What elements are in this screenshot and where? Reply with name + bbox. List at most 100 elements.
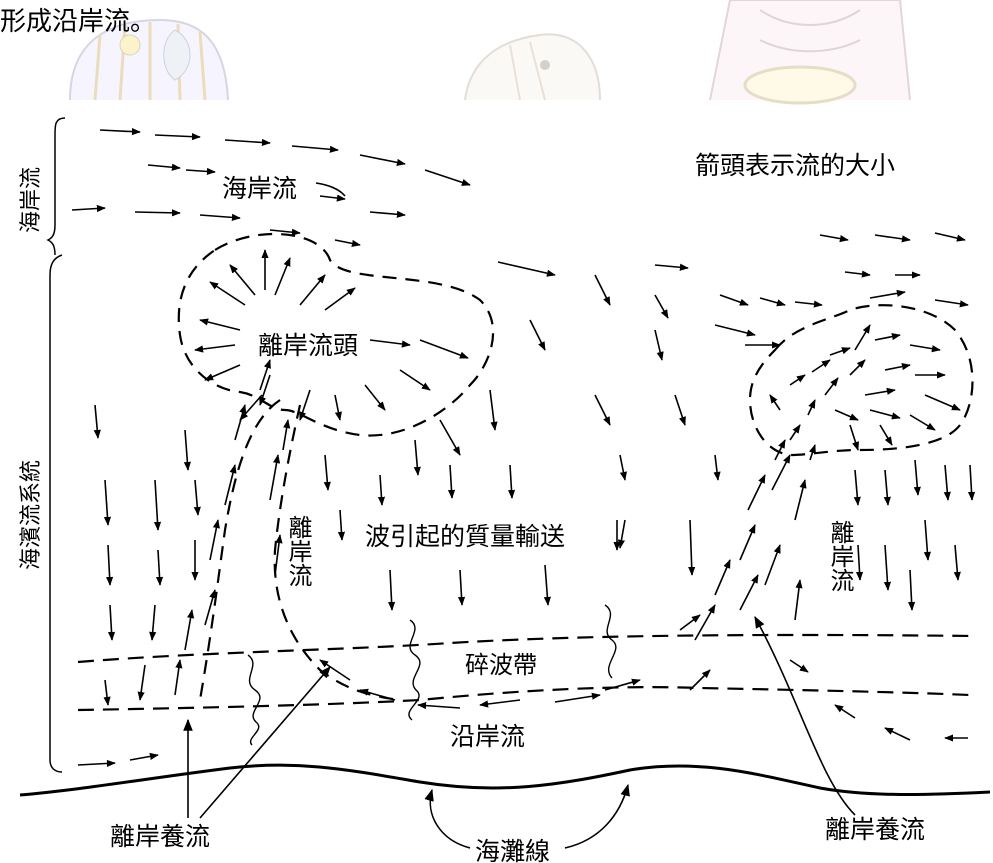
nearshore-system-bracket [49, 254, 63, 773]
current-arrow [529, 319, 546, 351]
label-rip-current-right-group: 離岸流 [826, 520, 854, 592]
current-arrow [883, 469, 891, 506]
current-arrow [184, 609, 195, 651]
current-arrow [137, 664, 146, 701]
current-arrow [99, 127, 141, 136]
current-arrow [282, 419, 291, 451]
current-arrow [714, 324, 756, 337]
current-arrow [688, 519, 696, 576]
current-arrow [107, 604, 116, 641]
current-arrow [713, 454, 721, 481]
current-arrow [694, 604, 716, 641]
current-arrow [774, 439, 786, 461]
current-arrow [224, 138, 271, 147]
current-arrow [853, 469, 861, 506]
current-arrow [794, 579, 803, 621]
current-arrow [359, 688, 396, 701]
rip-channel-left [198, 399, 281, 701]
current-arrow [811, 359, 831, 373]
current-arrow [193, 479, 201, 516]
current-arrow [869, 409, 901, 420]
current-arrow [417, 701, 461, 710]
coastal-current-bracket [46, 117, 66, 256]
current-arrow [209, 519, 220, 561]
current-arrow [323, 454, 331, 491]
current-arrow [199, 213, 241, 221]
current-arrow [689, 669, 711, 691]
current-arrow [174, 659, 183, 696]
current-arrow [834, 409, 859, 421]
current-arrow [149, 604, 157, 641]
current-arrow [794, 300, 823, 308]
current-arrow [103, 479, 112, 526]
current-arrow [913, 459, 921, 496]
current-arrow [299, 274, 326, 306]
current-arrow [369, 339, 411, 348]
current-arrow [229, 264, 256, 296]
current-arrow [71, 204, 106, 213]
current-arrow [154, 133, 201, 141]
breaker-line-outer [77, 633, 976, 664]
current-arrow [594, 394, 611, 426]
current-arrow [824, 377, 839, 396]
current-arrow [869, 289, 906, 299]
current-arrow [619, 454, 627, 481]
label-shoreline: 海灘線 [475, 837, 550, 863]
current-arrow [789, 424, 801, 441]
current-arrow [274, 257, 291, 296]
current-arrow [874, 234, 911, 243]
label-longshore-current: 沿岸流 [450, 722, 525, 751]
current-arrow [854, 324, 871, 351]
current-arrow [617, 519, 626, 549]
breaking-wave-squiggles [247, 604, 617, 746]
current-arrow [185, 167, 216, 176]
label-feeder-left: 離岸養流 [110, 822, 210, 851]
current-arrows [71, 127, 976, 768]
current-arrow [879, 424, 893, 446]
current-arrow [337, 509, 346, 541]
current-arrow [909, 344, 941, 353]
current-arrow [953, 544, 961, 581]
label-rip-current-left: 離岸流 [284, 515, 312, 587]
current-arrow [924, 394, 961, 411]
current-arrow [377, 474, 386, 506]
current-arrow [807, 399, 816, 416]
current-arrow [77, 759, 116, 768]
current-arrow [259, 374, 271, 406]
current-arrow [829, 347, 851, 356]
current-arrow [849, 424, 859, 451]
current-arrow [543, 564, 551, 606]
current-arrow [239, 394, 263, 421]
current-arrow [274, 534, 283, 576]
current-arrow [507, 464, 516, 499]
current-arrow [103, 679, 111, 706]
current-arrow [134, 209, 181, 217]
label-rip-current-right: 離岸流 [826, 520, 854, 592]
current-arrow [234, 404, 247, 441]
current-arrow [497, 261, 556, 277]
label-surf-zone: 碎波帶 [465, 651, 537, 679]
current-arrow [489, 389, 498, 431]
current-arrow [789, 659, 809, 673]
current-arrow [819, 234, 849, 243]
current-arrow [654, 294, 669, 319]
current-arrow [269, 454, 281, 501]
current-arrow [334, 394, 342, 421]
breaker-line-inner [77, 686, 971, 712]
current-arrow [153, 479, 162, 531]
current-arrow [479, 699, 521, 708]
current-arrow [909, 414, 936, 431]
current-arrow [554, 692, 601, 703]
current-arrow [387, 569, 396, 611]
current-arrow [399, 369, 431, 391]
rip-channel-left-inner [273, 404, 401, 702]
current-arrow [794, 479, 807, 521]
current-arrow [883, 544, 892, 591]
current-arrow [183, 429, 191, 471]
current-arrow [419, 339, 469, 359]
current-arrow [194, 344, 236, 353]
current-arrow [967, 464, 976, 501]
header-text: 形成沿岸流。 [0, 7, 156, 37]
current-arrow [364, 384, 386, 411]
